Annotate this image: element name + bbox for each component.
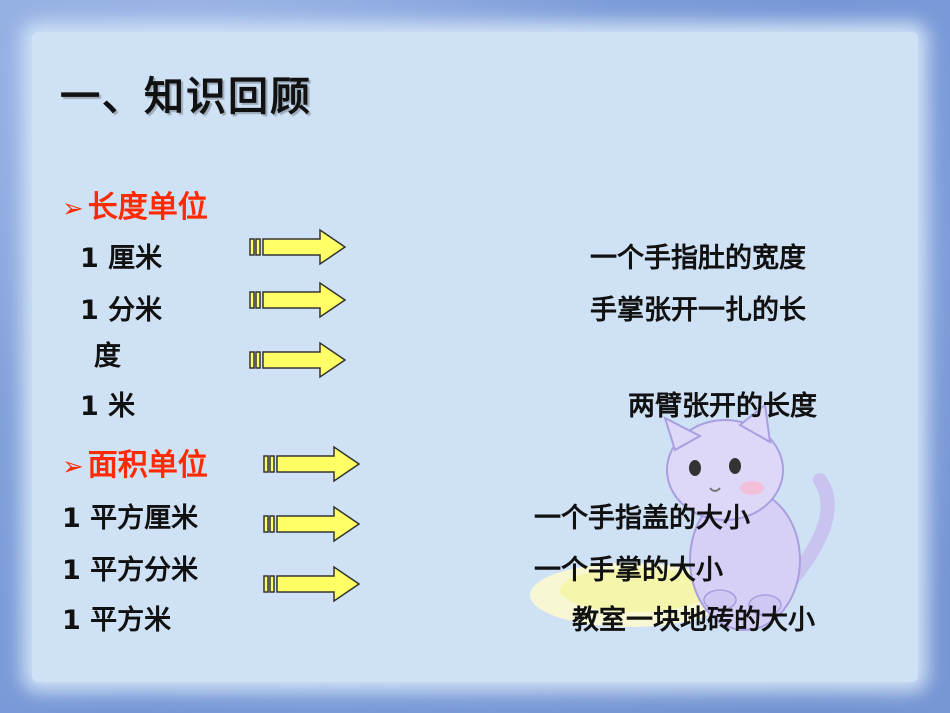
double-arrow-icon	[263, 565, 361, 603]
unit-label: 1 厘米	[80, 243, 163, 274]
unit-label: 1 米	[80, 391, 136, 422]
section-heading-length: ➢长度单位	[62, 182, 208, 226]
unit-label: 1 平方厘米	[62, 503, 199, 534]
unit-label: 1 平方分米	[62, 555, 199, 586]
double-arrow-icon	[249, 281, 347, 319]
double-arrow-icon	[249, 341, 347, 379]
section-label: 面积单位	[87, 448, 208, 483]
cat-illustration	[530, 403, 835, 631]
section-heading-area: ➢面积单位	[62, 440, 208, 484]
double-arrow-icon	[263, 505, 361, 543]
section-label: 长度单位	[87, 190, 208, 225]
unit-label: 1 分米	[80, 295, 163, 326]
bullet-arrow-icon: ➢	[62, 452, 84, 482]
double-arrow-icon	[263, 445, 361, 483]
unit-label-wrap: 度	[94, 341, 121, 372]
unit-description: 一个手掌的大小	[534, 555, 723, 586]
unit-description: 一个手指盖的大小	[534, 503, 750, 534]
unit-description: 一个手指肚的宽度	[590, 243, 806, 274]
unit-description: 手掌张开一扎的长	[590, 295, 806, 326]
unit-description: 教室一块地砖的大小	[572, 605, 815, 636]
slide-title: 一、知识回顾	[60, 74, 312, 120]
double-arrow-icon	[249, 228, 347, 266]
bullet-arrow-icon: ➢	[62, 194, 84, 224]
unit-label: 1 平方米	[62, 605, 172, 636]
unit-description: 两臂张开的长度	[628, 391, 817, 422]
